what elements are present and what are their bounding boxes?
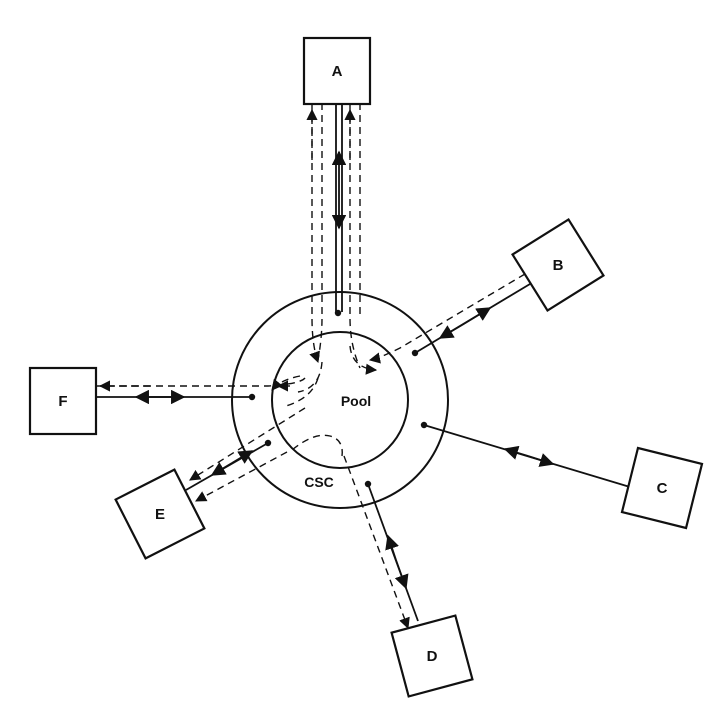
pool-inner-ring bbox=[271, 331, 409, 469]
node-d-label: D bbox=[427, 648, 438, 665]
link-f bbox=[96, 361, 323, 405]
node-e-label: E bbox=[155, 506, 165, 523]
node-f: F bbox=[28, 366, 98, 436]
node-a-label: A bbox=[332, 63, 343, 80]
csc-outer-ring bbox=[231, 291, 449, 509]
pool-flow-arrow bbox=[271, 375, 301, 391]
node-e: E bbox=[114, 468, 206, 560]
pool-flow-arrow bbox=[349, 345, 378, 375]
node-b-label: B bbox=[553, 257, 564, 274]
node-a: A bbox=[302, 36, 372, 106]
pool-label: Pool bbox=[341, 393, 371, 409]
link-c bbox=[420, 421, 631, 488]
node-f-label: F bbox=[58, 393, 67, 410]
node-c-label: C bbox=[657, 480, 668, 497]
link-a bbox=[306, 103, 361, 369]
link-b bbox=[368, 273, 531, 364]
node-c: C bbox=[620, 446, 704, 530]
link-e bbox=[185, 377, 319, 502]
link-d bbox=[291, 434, 419, 630]
node-d: D bbox=[390, 614, 474, 698]
csc-label: CSC bbox=[304, 474, 334, 490]
node-b: B bbox=[511, 218, 605, 312]
